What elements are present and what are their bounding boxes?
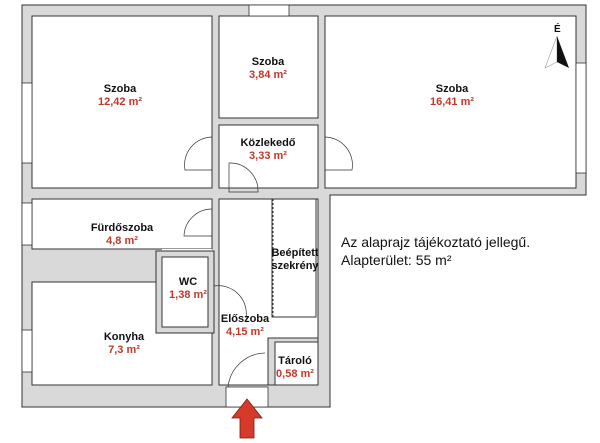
note-total-area: Alapterület: 55 m² xyxy=(341,252,452,268)
room-szoba-3 xyxy=(324,15,577,189)
room-name: Tároló xyxy=(278,355,312,367)
room-area: 3,33 m² xyxy=(249,150,287,162)
room-area: 12,42 m² xyxy=(97,96,143,108)
room-area: 4,15 m² xyxy=(226,326,264,338)
room-name: szekrény xyxy=(271,260,319,272)
room-label: szekrény xyxy=(271,260,318,273)
compass-icon xyxy=(544,35,569,69)
note-disclaimer: Az alaprajz tájékoztató jellegű. xyxy=(341,234,531,250)
room-kozlekedo xyxy=(218,124,319,189)
room-name: Szoba xyxy=(435,83,469,95)
room-name: Konyha xyxy=(103,331,145,343)
room-area: 16,41 m² xyxy=(429,96,475,108)
room-tarolo xyxy=(274,341,319,386)
room-label: Beépített xyxy=(271,247,318,260)
room-name: Szoba xyxy=(251,56,285,68)
room-area: 3,84 m² xyxy=(249,69,287,81)
arrow-up-icon xyxy=(231,398,263,439)
room-area: 1,38 m² xyxy=(169,289,207,301)
north-label: É xyxy=(554,24,561,35)
room-area: 4,8 m² xyxy=(106,235,138,247)
room-name: Szoba xyxy=(103,83,137,95)
built-in-wardrobe xyxy=(271,198,317,318)
room-name: Beépített xyxy=(271,247,319,259)
room-szoba-1 xyxy=(31,15,213,189)
windows xyxy=(21,4,587,408)
room-wc xyxy=(161,256,209,328)
floorplan-note: Az alaprajz tájékoztató jellegű. Alapter… xyxy=(341,233,530,269)
room-szoba-2 xyxy=(218,15,319,119)
room-name: Előszoba xyxy=(220,313,270,325)
room-name: Fürdőszoba xyxy=(90,222,154,234)
room-area: 0,58 m² xyxy=(276,368,314,380)
doors xyxy=(183,136,353,388)
note-area xyxy=(340,199,580,299)
room-area: 7,3 m² xyxy=(108,344,140,356)
room-name: WC xyxy=(178,276,198,288)
room-name: Közlekedő xyxy=(240,137,296,149)
